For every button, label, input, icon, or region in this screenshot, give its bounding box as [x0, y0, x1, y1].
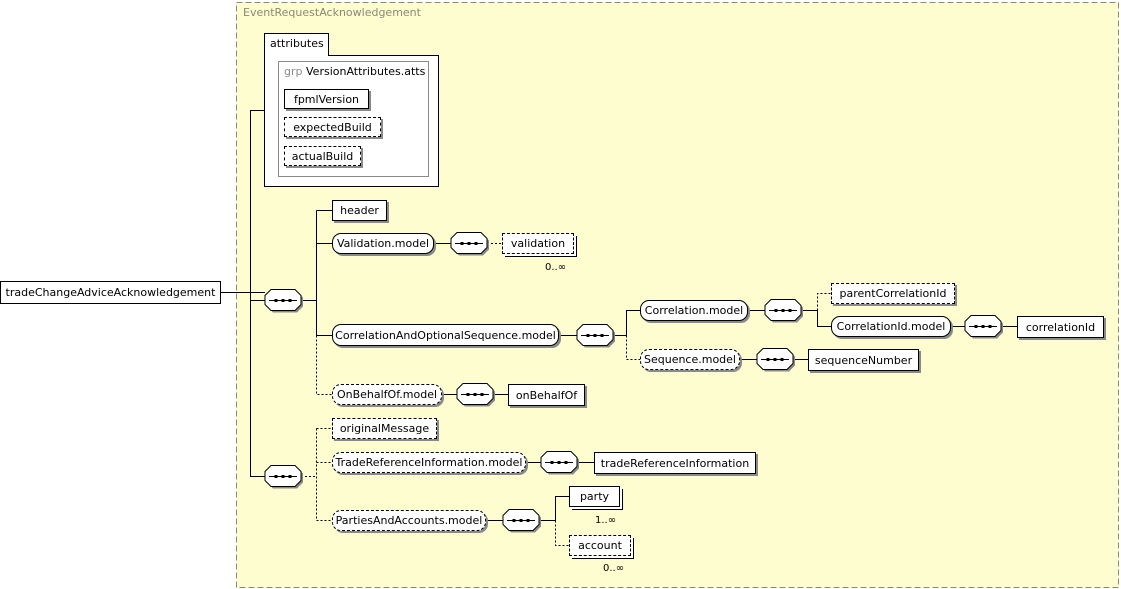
group-correlation-id-model[interactable]: CorrelationId.model [831, 316, 951, 337]
group-validation-model[interactable]: Validation.model [332, 233, 434, 254]
sequence-icon-validation [450, 232, 489, 256]
element-sequence-number[interactable]: sequenceNumber [808, 349, 919, 371]
element-account[interactable]: account [569, 535, 631, 556]
sequence-icon-parties-accounts [502, 509, 541, 533]
sequence-icon-correlation [764, 299, 803, 323]
group-sequence-model[interactable]: Sequence.model [640, 349, 740, 370]
group-trade-reference-information-model[interactable]: TradeReferenceInformation.model [332, 452, 526, 473]
element-parent-correlation-id[interactable]: parentCorrelationId [831, 283, 955, 304]
element-validation[interactable]: validation [502, 233, 574, 254]
group-on-behalf-of-model[interactable]: OnBehalfOf.model [332, 384, 442, 405]
validation-multiplicity: 0..∞ [545, 262, 567, 273]
sequence-icon-sequence [756, 348, 795, 372]
element-header[interactable]: header [332, 200, 387, 221]
attribute-expectedbuild[interactable]: expectedBuild [284, 117, 381, 137]
sequence-icon-correlation-optional [576, 324, 615, 348]
complex-type-title: EventRequestAcknowledgement [243, 6, 421, 19]
sequence-icon-on-behalf-of [456, 383, 495, 407]
sequence-icon-main [264, 289, 303, 313]
element-original-message[interactable]: originalMessage [332, 418, 437, 439]
sequence-icon-trade-reference [540, 451, 579, 475]
group-prefix: grp [284, 65, 303, 78]
attribute-group-heading: grp VersionAttributes.atts [284, 65, 425, 79]
attribute-actualbuild[interactable]: actualBuild [284, 146, 361, 166]
attributes-tab-label: attributes [270, 37, 324, 50]
element-trade-reference-information[interactable]: tradeReferenceInformation [594, 452, 756, 474]
element-correlation-id[interactable]: correlationId [1017, 316, 1104, 338]
party-multiplicity: 1..∞ [595, 515, 617, 526]
group-parties-and-accounts-model[interactable]: PartiesAndAccounts.model [332, 510, 486, 531]
element-on-behalf-of[interactable]: onBehalfOf [508, 384, 585, 406]
element-party[interactable]: party [569, 486, 620, 507]
sequence-icon-correlation-id [964, 315, 1003, 339]
account-multiplicity: 0..∞ [603, 563, 625, 574]
group-correlation-model[interactable]: Correlation.model [640, 300, 748, 321]
group-name: VersionAttributes.atts [306, 65, 426, 78]
sequence-icon-secondary [264, 465, 303, 489]
attribute-fpmlversion[interactable]: fpmlVersion [284, 89, 369, 109]
group-correlation-optional-sequence-model[interactable]: CorrelationAndOptionalSequence.model [332, 324, 559, 346]
root-element[interactable]: tradeChangeAdviceAcknowledgement [0, 281, 221, 304]
